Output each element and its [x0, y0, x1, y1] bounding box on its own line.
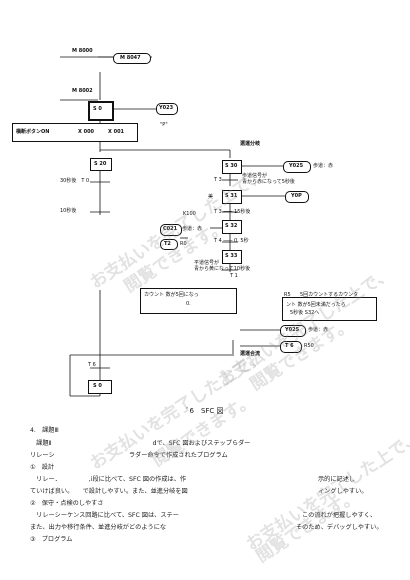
- branch-title: 選運分岐: [240, 141, 261, 147]
- body-line-5: リレーシーケンス回路に比べて、SFC 図は、ステー: [30, 512, 179, 519]
- r50-label: R50: [304, 343, 314, 349]
- k100-label: K100: [183, 211, 196, 217]
- walk-signal-1: 歩道信号が: [242, 173, 268, 179]
- m8002-contact: M 8002: [72, 88, 93, 94]
- body-line-6: また、出力や移行条件、並進分岐がどのようにな: [30, 524, 167, 531]
- t6-right-label: T 6: [285, 343, 294, 349]
- item-maintenance: ② 保守・点検のしやすさ: [30, 500, 104, 507]
- item-program: ③ プログラム: [30, 536, 73, 543]
- step-s31-label: S 31: [225, 193, 238, 199]
- final-step-s0-label: S 0: [93, 383, 102, 389]
- count-note-2: ント 数が5回未満だったら: [286, 302, 346, 308]
- walk-signal-3: 平道信号が: [194, 260, 220, 266]
- step-s20: [90, 158, 112, 171]
- walk-red-mid-label: 歩道：赤: [182, 226, 203, 232]
- initial-step-s0: [88, 101, 114, 121]
- item-design: ① 設計: [30, 464, 55, 471]
- c021-label: C021: [163, 226, 178, 232]
- body-line-2: リレーシ ラダー命令で作成されたプログラム: [30, 452, 228, 459]
- y023-output: [156, 103, 178, 115]
- step-s33-label: S 33: [225, 253, 238, 259]
- m8000-contact: M 8000: [72, 48, 93, 54]
- merge-title: 選運合流: [240, 351, 261, 357]
- transition-panel: [12, 123, 138, 142]
- step-s30: [222, 160, 242, 174]
- body-line-3: リレー． ,i段に比べて、SFC 図の作成は、作: [30, 476, 187, 483]
- step-s30-label: S 30: [225, 163, 238, 169]
- section-heading: 4. 課題Ⅲ: [30, 427, 59, 434]
- walk-red-bot-label: 歩道：赤: [308, 327, 329, 333]
- y0p-output: [285, 191, 309, 203]
- side-mark: 美: [208, 194, 214, 200]
- panel-label: 横断ボタンON: [16, 129, 50, 135]
- r5-label: R5: [284, 292, 291, 298]
- c021-counter: [160, 224, 182, 236]
- r0-label: R0: [180, 241, 187, 247]
- p-output-label: "P": [160, 122, 168, 128]
- count-condition-box: [140, 288, 237, 314]
- body-frag-r1: 示的に記述し: [318, 476, 356, 483]
- count-note-1: 5回カウントするカウンタ: [300, 292, 359, 298]
- t4-05-label: T 4 ─── 0. 5秒: [214, 238, 249, 244]
- body-frag-r2: ィングしやすい。: [318, 488, 368, 495]
- t6-left-label: T 6: [88, 362, 96, 368]
- y025-output-bottom: [280, 325, 306, 337]
- t0-10-label: 10秒後: [60, 208, 77, 214]
- m8047-label: M 8047: [120, 55, 141, 61]
- step-s20-label: S 20: [94, 161, 107, 167]
- count-note-3: 5秒後 S32へ: [290, 310, 320, 316]
- body-frag-r4: そのため、デバッグしやすい。: [296, 524, 383, 531]
- step-s32: [222, 220, 242, 234]
- figure-caption: ﾞ6 SFC 図: [186, 407, 224, 415]
- step-s33: [222, 250, 242, 264]
- count-note-box: [282, 297, 377, 321]
- body-line-4: ていけば良い。 で設計しやすい。また、並進分岐を図: [30, 488, 188, 495]
- count-box-line1: カウント 数が5回になっ: [144, 292, 199, 298]
- y023-label: Y023: [159, 105, 174, 111]
- t3-15-label: T 3 ─── 15秒後: [214, 209, 251, 215]
- x001-contact: X 001: [108, 129, 125, 135]
- t2-coil: [160, 239, 178, 250]
- body-frag-r3: この流れが把握しやすく、: [302, 512, 377, 519]
- m8047-coil: [113, 53, 151, 64]
- t0-30-label: 30秒後 T 0: [60, 178, 90, 184]
- x000-contact: X 000: [78, 129, 95, 135]
- t3-label: T 3: [214, 177, 222, 183]
- t6-coil: [280, 341, 302, 353]
- y0p-label: Y0P: [291, 193, 302, 199]
- t1-label: T 1: [230, 273, 238, 279]
- walk-signal-2: 青から赤になって5秒後: [242, 179, 295, 185]
- y025-top-label: Y025: [289, 163, 304, 169]
- y025-bot-label: Y025: [285, 327, 300, 333]
- t2-label: T2: [164, 241, 171, 247]
- step-s32-label: S 32: [225, 223, 238, 229]
- body-line-1: 課題Ⅱ dで、SFC 図およびステップらダー: [30, 440, 251, 447]
- final-step-s0: [88, 380, 112, 394]
- step-s31: [222, 190, 242, 204]
- walk-red-top-label: 歩道：赤: [313, 163, 334, 169]
- y025-output-top: [283, 161, 311, 173]
- step-s0-label: S 0: [93, 106, 102, 112]
- count-box-line2: 0.: [186, 301, 191, 307]
- walk-signal-4: 青から黄になって10秒後: [194, 266, 251, 272]
